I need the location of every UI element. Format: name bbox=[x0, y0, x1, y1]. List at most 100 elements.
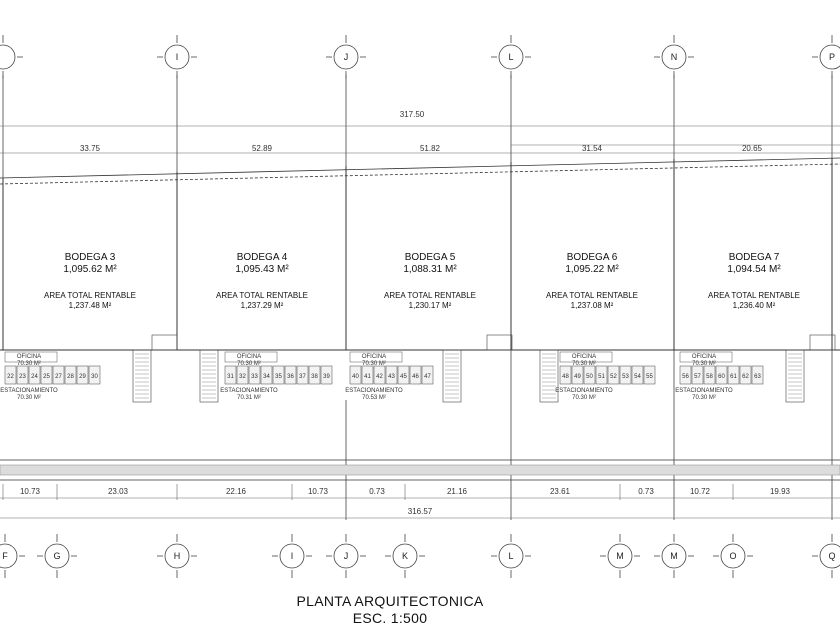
parking-stall bbox=[559, 365, 572, 385]
parking-stall-number: 61 bbox=[730, 374, 737, 380]
parking-stall-number: 52 bbox=[610, 374, 617, 380]
parking-stall bbox=[715, 365, 728, 385]
parking-stall bbox=[643, 365, 656, 385]
parking-stall bbox=[88, 365, 101, 385]
parking-stall-number: 33 bbox=[251, 374, 258, 380]
oficina-area: 70.30 M² bbox=[572, 361, 596, 367]
rentable-area-label: AREA TOTAL RENTABLE bbox=[546, 291, 638, 300]
parking-stall bbox=[703, 365, 716, 385]
top-segment-dimension: 20.65 bbox=[742, 144, 763, 153]
parking-stall-number: 63 bbox=[754, 374, 761, 380]
estacionamiento-area: 70.30 M² bbox=[692, 395, 716, 401]
parking-stall bbox=[595, 365, 608, 385]
bottom-segment-dimension: 23.03 bbox=[108, 487, 129, 496]
oficina-area: 70.30 M² bbox=[692, 361, 716, 367]
estacionamiento-area: 70.30 M² bbox=[17, 395, 41, 401]
bottom-segment-dimension: 10.73 bbox=[20, 487, 41, 496]
grid-bubble-label: L bbox=[508, 52, 513, 62]
grid-bubble-bottom: F bbox=[0, 534, 25, 578]
grid-bubble-top: P bbox=[812, 35, 840, 79]
parking-stall-number: 25 bbox=[43, 374, 50, 380]
bodega-area: 1,095.22 M² bbox=[565, 264, 619, 275]
rentable-area-label: AREA TOTAL RENTABLE bbox=[384, 291, 476, 300]
loading-docks bbox=[132, 334, 836, 403]
parking-stall-number: 23 bbox=[19, 374, 26, 380]
rentable-area-value: 1,237.29 M² bbox=[241, 301, 284, 310]
rentable-area-label: AREA TOTAL RENTABLE bbox=[708, 291, 800, 300]
parking-stall-number: 48 bbox=[562, 374, 569, 380]
grid-bubble-label: J bbox=[344, 52, 349, 62]
top-dimension-lines bbox=[0, 125, 840, 154]
parking-stall bbox=[727, 365, 740, 385]
bottom-segment-dimension: 22.16 bbox=[226, 487, 247, 496]
grid-bubble-label: I bbox=[176, 52, 179, 62]
parking-stall-number: 38 bbox=[311, 374, 318, 380]
parking-stall bbox=[397, 365, 410, 385]
parking-stall bbox=[236, 365, 249, 385]
property-boundary bbox=[0, 157, 840, 185]
parking-stall-number: 41 bbox=[364, 374, 371, 380]
grid-bubble-label: M bbox=[670, 551, 678, 561]
parking-stall-number: 39 bbox=[323, 374, 330, 380]
bottom-segment-dimension: 0.73 bbox=[369, 487, 385, 496]
parking-stall bbox=[385, 365, 398, 385]
parking-stall-number: 29 bbox=[79, 374, 86, 380]
grid-bubble-label: M bbox=[616, 551, 624, 561]
bodega-name: BODEGA 6 bbox=[567, 252, 618, 263]
parking-stall bbox=[260, 365, 273, 385]
parking-stall bbox=[272, 365, 285, 385]
drawing-scale: ESC. 1:500 bbox=[353, 610, 428, 626]
parking-stall bbox=[679, 365, 692, 385]
rentable-area-label: AREA TOTAL RENTABLE bbox=[44, 291, 136, 300]
parking-stall-number: 53 bbox=[622, 374, 629, 380]
grid-bubble-top: J bbox=[326, 35, 366, 79]
parking-stall bbox=[421, 365, 434, 385]
parking-stall-number: 31 bbox=[227, 374, 234, 380]
grid-bubble-bottom: M bbox=[600, 534, 640, 578]
grid-bubble-top: L bbox=[491, 35, 531, 79]
grid-bubble-bottom: G bbox=[37, 534, 77, 578]
oficina-label: OFICINA bbox=[692, 354, 716, 360]
parking-stall bbox=[320, 365, 333, 385]
bottom-segment-dimension: 0.73 bbox=[638, 487, 654, 496]
parking-stall bbox=[40, 365, 53, 385]
parking-stall-number: 54 bbox=[634, 374, 641, 380]
grid-bubble-bottom: K bbox=[385, 534, 425, 578]
estacionamiento-label: ESTACIONAMIENTO bbox=[0, 388, 58, 394]
parking-stall bbox=[64, 365, 77, 385]
grid-bubble-label: F bbox=[2, 551, 8, 561]
parking-stall-number: 60 bbox=[718, 374, 725, 380]
oficina-area: 70.30 M² bbox=[237, 361, 261, 367]
oficina-label: OFICINA bbox=[17, 354, 41, 360]
parking-stall-number: 37 bbox=[299, 374, 306, 380]
grid-bubble-top: I bbox=[157, 35, 197, 79]
overall-top-dimension: 317.50 bbox=[400, 110, 425, 119]
parking-stall-number: 58 bbox=[706, 374, 713, 380]
parking-stall-number: 45 bbox=[400, 374, 407, 380]
parking-stall-number: 28 bbox=[67, 374, 74, 380]
bodega-name: BODEGA 5 bbox=[405, 252, 456, 263]
parking-stall-number: 57 bbox=[694, 374, 701, 380]
parking-stall-number: 42 bbox=[376, 374, 383, 380]
grid-bubble-label: H bbox=[174, 551, 181, 561]
parking-stall bbox=[76, 365, 89, 385]
bodega-area: 1,094.54 M² bbox=[727, 264, 781, 275]
parking-stall bbox=[691, 365, 704, 385]
grid-bubble-bottom: L bbox=[491, 534, 531, 578]
oficina-label: OFICINA bbox=[362, 354, 386, 360]
parking-stall-number: 27 bbox=[55, 374, 62, 380]
estacionamiento-area: 70.31 M² bbox=[237, 395, 261, 401]
parking-stall bbox=[739, 365, 752, 385]
parking-stall-number: 50 bbox=[586, 374, 593, 380]
parking-stall bbox=[631, 365, 644, 385]
grid-bubble-bottom: M bbox=[654, 534, 694, 578]
